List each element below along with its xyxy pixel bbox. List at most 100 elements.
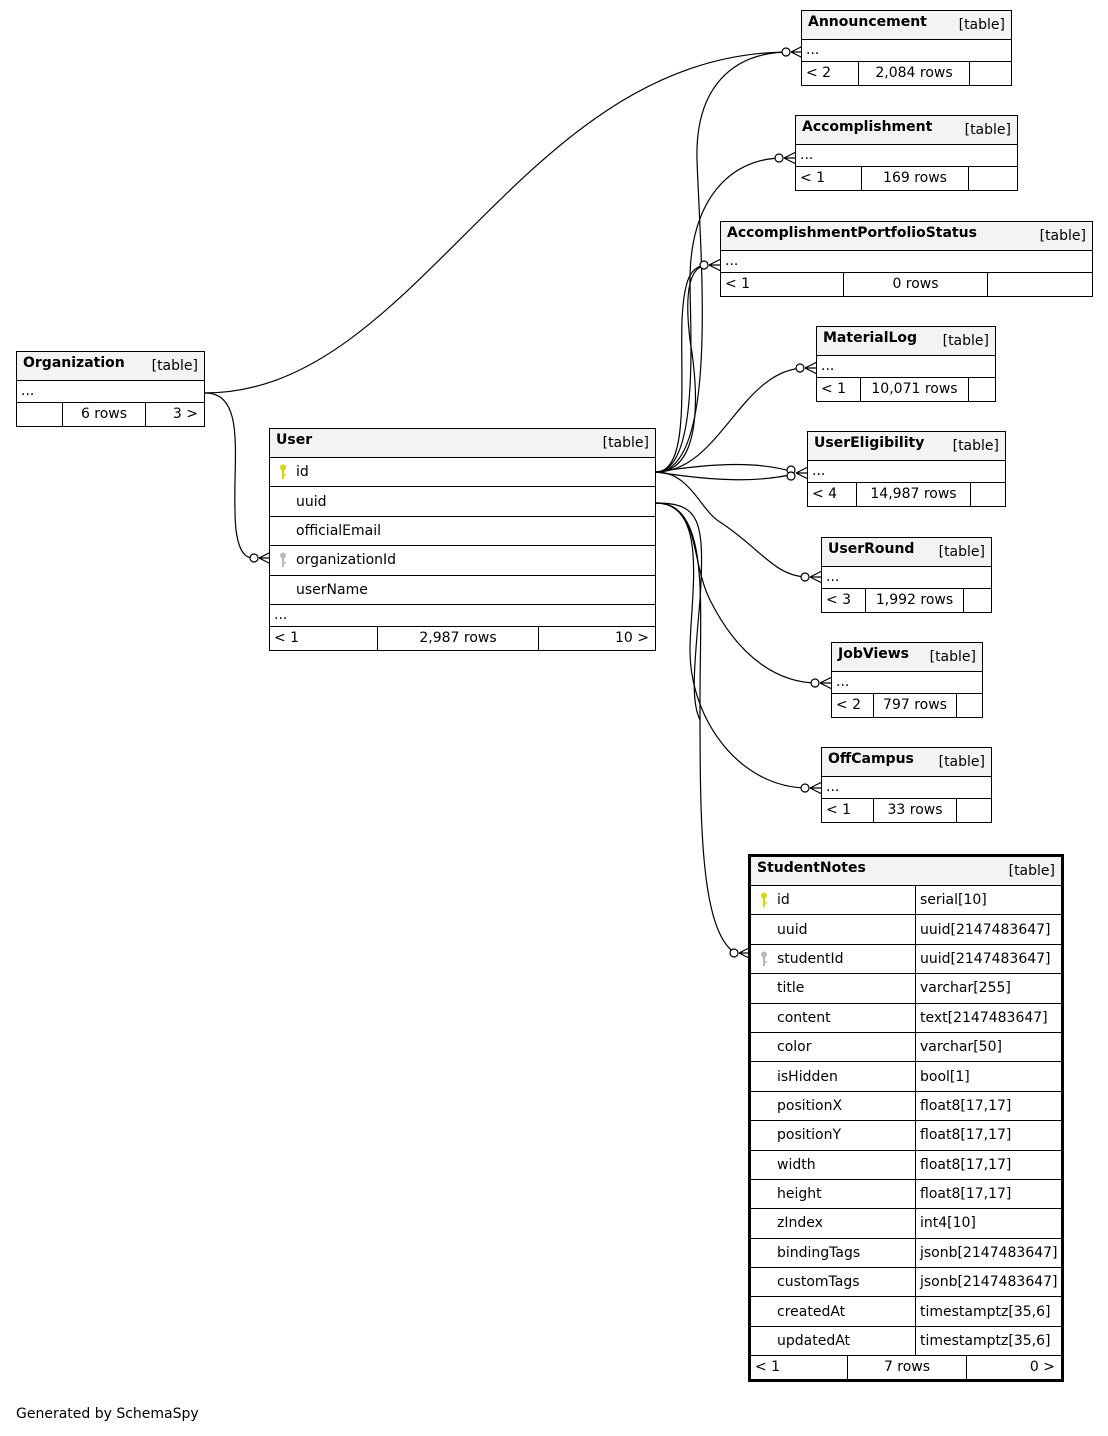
column-name: organizationId bbox=[296, 552, 397, 569]
column-list: id serial[10] uuid uuid[2147483647]studentI… bbox=[751, 886, 1061, 1357]
column-type: jsonb[2147483647] bbox=[915, 1268, 1061, 1297]
parents-count: < 1 bbox=[796, 167, 862, 190]
column-row[interactable]: organizationId bbox=[270, 546, 655, 576]
column-row[interactable]: content text[2147483647] bbox=[751, 1003, 1061, 1033]
column-type: uuid[2147483647] bbox=[915, 915, 1061, 944]
table-kind: [table] bbox=[938, 544, 985, 560]
table-organization[interactable]: Organization [table] ... 6 rows 3 > bbox=[16, 351, 205, 427]
table-header: AccomplishmentPortfolioStatus [table] bbox=[721, 222, 1092, 251]
table-userround[interactable]: UserRound [table] ... < 3 1,992 rows bbox=[821, 537, 992, 613]
edge-user-userround bbox=[655, 471, 809, 578]
edge-user-materiallog bbox=[655, 367, 805, 473]
column-type: float8[17,17] bbox=[915, 1091, 1061, 1121]
column-name: updatedAt bbox=[777, 1333, 851, 1350]
key-slot bbox=[751, 951, 777, 967]
table-footer: < 1 7 rows 0 > bbox=[751, 1356, 1061, 1380]
table-kind: [table] bbox=[938, 754, 985, 770]
parents-count[interactable]: < 1 bbox=[751, 1356, 848, 1380]
columns-ellipsis: ... bbox=[822, 777, 991, 799]
column-name: content bbox=[777, 1009, 831, 1026]
table-name[interactable]: Announcement bbox=[808, 14, 927, 30]
column-name: positionX bbox=[777, 1097, 843, 1114]
table-name[interactable]: JobViews bbox=[838, 646, 909, 662]
table-accomplishment[interactable]: Accomplishment [table] ... < 1 169 rows bbox=[795, 115, 1018, 191]
key-slot bbox=[270, 464, 296, 480]
column-name: uuid bbox=[296, 493, 327, 510]
column-row[interactable]: positionX float8[17,17] bbox=[751, 1091, 1061, 1122]
table-accomplishment-portfolio-status[interactable]: AccomplishmentPortfolioStatus [table] ..… bbox=[720, 221, 1093, 297]
column-row[interactable]: userName bbox=[270, 576, 655, 605]
parents-count: < 3 bbox=[822, 589, 866, 612]
column-name: customTags bbox=[777, 1274, 860, 1291]
table-footer: < 1 10,071 rows bbox=[817, 378, 995, 401]
parents-count: < 2 bbox=[802, 62, 859, 85]
table-kind: [table] bbox=[929, 649, 976, 665]
table-name[interactable]: Organization bbox=[23, 355, 125, 371]
table-kind: [table] bbox=[151, 358, 198, 374]
table-kind: [table] bbox=[1008, 863, 1055, 879]
table-footer: < 2 797 rows bbox=[832, 694, 982, 717]
column-type: text[2147483647] bbox=[915, 1003, 1061, 1032]
column-row[interactable]: id serial[10] bbox=[751, 886, 1061, 916]
edge-user-accomplishment bbox=[655, 157, 784, 473]
edge-user-offcampus bbox=[655, 502, 809, 789]
table-offcampus[interactable]: OffCampus [table] ... < 1 33 rows bbox=[821, 747, 992, 823]
column-row[interactable]: uuid uuid[2147483647] bbox=[751, 915, 1061, 945]
parents-count bbox=[17, 403, 63, 426]
column-row[interactable]: uuid bbox=[270, 487, 655, 517]
crowfoot-offcampus bbox=[800, 781, 823, 795]
table-header: MaterialLog [table] bbox=[817, 327, 995, 356]
row-count: 33 rows bbox=[874, 799, 957, 822]
table-kind: [table] bbox=[964, 122, 1011, 138]
table-name[interactable]: MaterialLog bbox=[823, 330, 918, 346]
column-row[interactable]: customTags jsonb[2147483647] bbox=[751, 1268, 1061, 1298]
parents-count: < 2 bbox=[832, 694, 874, 717]
table-header: UserEligibility [table] bbox=[808, 432, 1005, 461]
table-name[interactable]: UserEligibility bbox=[814, 435, 925, 451]
column-name: uuid bbox=[777, 921, 808, 938]
row-count: 1,992 rows bbox=[866, 589, 964, 612]
table-jobviews[interactable]: JobViews [table] ... < 2 797 rows bbox=[831, 642, 983, 718]
columns-ellipsis: ... bbox=[17, 381, 204, 403]
crowfoot-aps bbox=[699, 258, 722, 272]
table-materiallog[interactable]: MaterialLog [table] ... < 1 10,071 rows bbox=[816, 326, 996, 402]
children-count bbox=[970, 62, 1011, 85]
table-announcement[interactable]: Announcement [table] ... < 2 2,084 rows bbox=[801, 10, 1012, 86]
column-name: height bbox=[777, 1186, 822, 1203]
column-type: float8[17,17] bbox=[915, 1179, 1061, 1209]
column-name: userName bbox=[296, 581, 368, 598]
column-name: id bbox=[777, 892, 790, 909]
table-name[interactable]: OffCampus bbox=[828, 751, 914, 767]
table-name[interactable]: StudentNotes bbox=[757, 860, 866, 876]
table-name[interactable]: Accomplishment bbox=[802, 119, 933, 135]
column-row[interactable]: id bbox=[270, 458, 655, 488]
parents-count[interactable]: < 1 bbox=[270, 626, 378, 650]
children-count[interactable]: 3 > bbox=[172, 406, 198, 422]
table-name[interactable]: AccomplishmentPortfolioStatus bbox=[727, 225, 977, 241]
children-count[interactable]: 10 > bbox=[615, 629, 649, 646]
row-count: 2,987 rows bbox=[378, 626, 539, 650]
table-name[interactable]: UserRound bbox=[828, 541, 915, 557]
table-usereligibility[interactable]: UserEligibility [table] ... < 4 14,987 r… bbox=[807, 431, 1006, 507]
table-name[interactable]: User bbox=[276, 432, 313, 448]
column-type: serial[10] bbox=[915, 886, 1061, 915]
column-row[interactable]: officialEmail bbox=[270, 517, 655, 547]
row-count: 6 rows bbox=[63, 403, 146, 426]
table-header: UserRound [table] bbox=[822, 538, 991, 567]
column-type: float8[17,17] bbox=[915, 1121, 1061, 1150]
parents-count: < 1 bbox=[721, 273, 844, 296]
edge-user-jobviews bbox=[655, 502, 819, 684]
column-row[interactable]: height float8[17,17] bbox=[751, 1179, 1061, 1210]
